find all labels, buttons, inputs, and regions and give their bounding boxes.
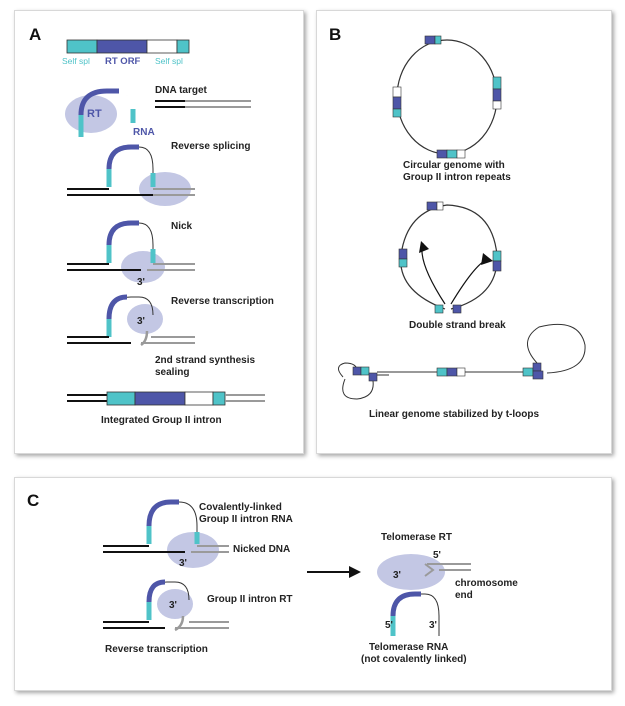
telomerase-rt-label: Telomerase RT: [381, 532, 452, 543]
rna-five-prime: 5': [385, 620, 393, 631]
nick-label: Nick: [171, 221, 193, 232]
nick-three-prime: 3': [137, 277, 145, 288]
circular-line1: Circular genome with: [403, 160, 505, 171]
rna-white-segment: [118, 89, 135, 110]
rt-label: RT: [87, 108, 102, 120]
self-spl-right-label: Self spl: [155, 56, 183, 66]
covalent-intron-nicked-dna: [103, 499, 229, 568]
group-ii-rt-step: [103, 579, 229, 632]
circular-genome: [392, 35, 502, 159]
gene-bar: [66, 39, 190, 54]
nicked-three-prime: 3': [179, 558, 187, 569]
panel-c-letter: C: [27, 491, 39, 510]
nicked-dna-label: Nicked DNA: [233, 544, 290, 555]
comparison-arrow: [307, 566, 361, 578]
reverse-transcription-label: Reverse transcription: [171, 296, 274, 307]
double-strand-break-label: Double strand break: [409, 320, 506, 331]
reverse-splicing-step: [67, 144, 195, 206]
rt-three-prime-c: 3': [169, 600, 177, 611]
telomerase-rna-label: Telomerase RNA: [369, 642, 448, 653]
circular-line2: Group II intron repeats: [403, 172, 511, 183]
covalent-line1: Covalently-linked: [199, 502, 282, 513]
linear-genome: [338, 323, 586, 400]
rt-three-prime: 3': [137, 316, 145, 327]
panel-a: A Self spl RT ORF Self spl RT RNA DNA ta…: [14, 10, 304, 454]
rna-purple-segment: [78, 88, 119, 116]
covalent-line2: Group II intron RNA: [199, 514, 293, 525]
rna-label: RNA: [133, 127, 155, 138]
not-covalent-label: (not covalently linked): [361, 654, 467, 665]
reverse-splicing-label: Reverse splicing: [171, 141, 250, 152]
panel-b: B Circular genome with Group II intron r…: [316, 10, 612, 454]
dna-target: [155, 100, 251, 108]
linear-genome-label: Linear genome stabilized by t-loops: [369, 409, 539, 420]
integrated-label: Integrated Group II intron: [101, 415, 222, 426]
panel-b-letter: B: [329, 25, 341, 44]
integrated-intron: [67, 391, 265, 406]
reverse-transcription-step: [67, 294, 195, 347]
panel-c: C Covalently-linked Group II intron RNA …: [14, 477, 612, 691]
telomerase-three-prime: 3': [393, 570, 401, 581]
nick-step: [67, 220, 195, 283]
panel-b-diagram: B Circular genome with Group II intron r…: [329, 25, 586, 420]
double-strand-break: [398, 201, 502, 314]
second-strand-line2: sealing: [155, 367, 189, 378]
panel-a-letter: A: [29, 25, 41, 44]
self-spl-left-label: Self spl: [62, 56, 90, 66]
chromosome-line1: chromosome: [455, 578, 518, 589]
group-ii-rt-label: Group II intron RT: [207, 594, 293, 605]
chromosome-line2: end: [455, 590, 473, 601]
rna-three-prime: 3': [429, 620, 437, 631]
dna-target-label: DNA target: [155, 85, 208, 96]
reverse-transcription-c-label: Reverse transcription: [105, 644, 208, 655]
telomerase-five-prime: 5': [433, 550, 441, 561]
panel-c-diagram: C Covalently-linked Group II intron RNA …: [27, 491, 518, 665]
rt-bubble: [65, 95, 117, 133]
rt-orf-label: RT ORF: [105, 56, 141, 67]
second-strand-line1: 2nd strand synthesis: [155, 355, 255, 366]
panel-a-diagram: A Self spl RT ORF Self spl RT RNA DNA ta…: [29, 25, 274, 426]
telomerase-complex: [377, 554, 471, 636]
